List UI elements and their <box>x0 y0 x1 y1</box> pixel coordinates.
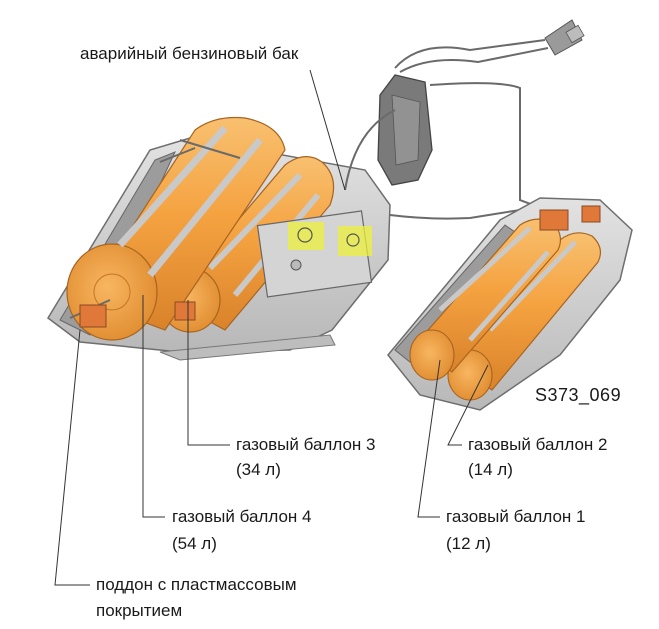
fuel-lines <box>69 39 561 319</box>
figure-code: S373_069 <box>535 385 622 405</box>
cylinder-1-label: газовый баллон 1 <box>446 507 586 526</box>
left-front-valves <box>79 301 196 328</box>
leader-cylinder-3 <box>187 300 230 446</box>
cylinder-2-volume: (14 л) <box>468 460 513 479</box>
cylinder-4-volume: (54 л) <box>172 534 217 553</box>
tray-label-line2: покрытием <box>96 601 183 620</box>
left-valve-block <box>256 210 373 298</box>
leader-tray <box>54 329 90 586</box>
cylinder-4-label: газовый баллон 4 <box>172 507 312 526</box>
emergency-tank-label: аварийный бензиновый бак <box>80 44 299 63</box>
leader-cylinder-1 <box>417 359 441 518</box>
cylinder-3-volume: (34 л) <box>236 460 281 479</box>
right-valve <box>539 205 601 231</box>
valve-highlight-1 <box>288 222 324 250</box>
cylinder-2-label: газовый баллон 2 <box>468 435 608 454</box>
filler-neck <box>544 19 585 56</box>
tray-label-line1: поддон с пластмассовым <box>96 575 297 594</box>
cylinder-1-volume: (12 л) <box>446 534 491 553</box>
leader-emergency-tank <box>309 69 346 191</box>
leader-cylinder-2 <box>447 364 489 446</box>
emergency-fuel-tank <box>377 74 433 186</box>
cylinder-3-label: газовый баллон 3 <box>236 435 376 454</box>
valve-highlight-2 <box>338 226 372 256</box>
leader-cylinder-4 <box>142 295 165 518</box>
leader-lines <box>54 69 489 586</box>
